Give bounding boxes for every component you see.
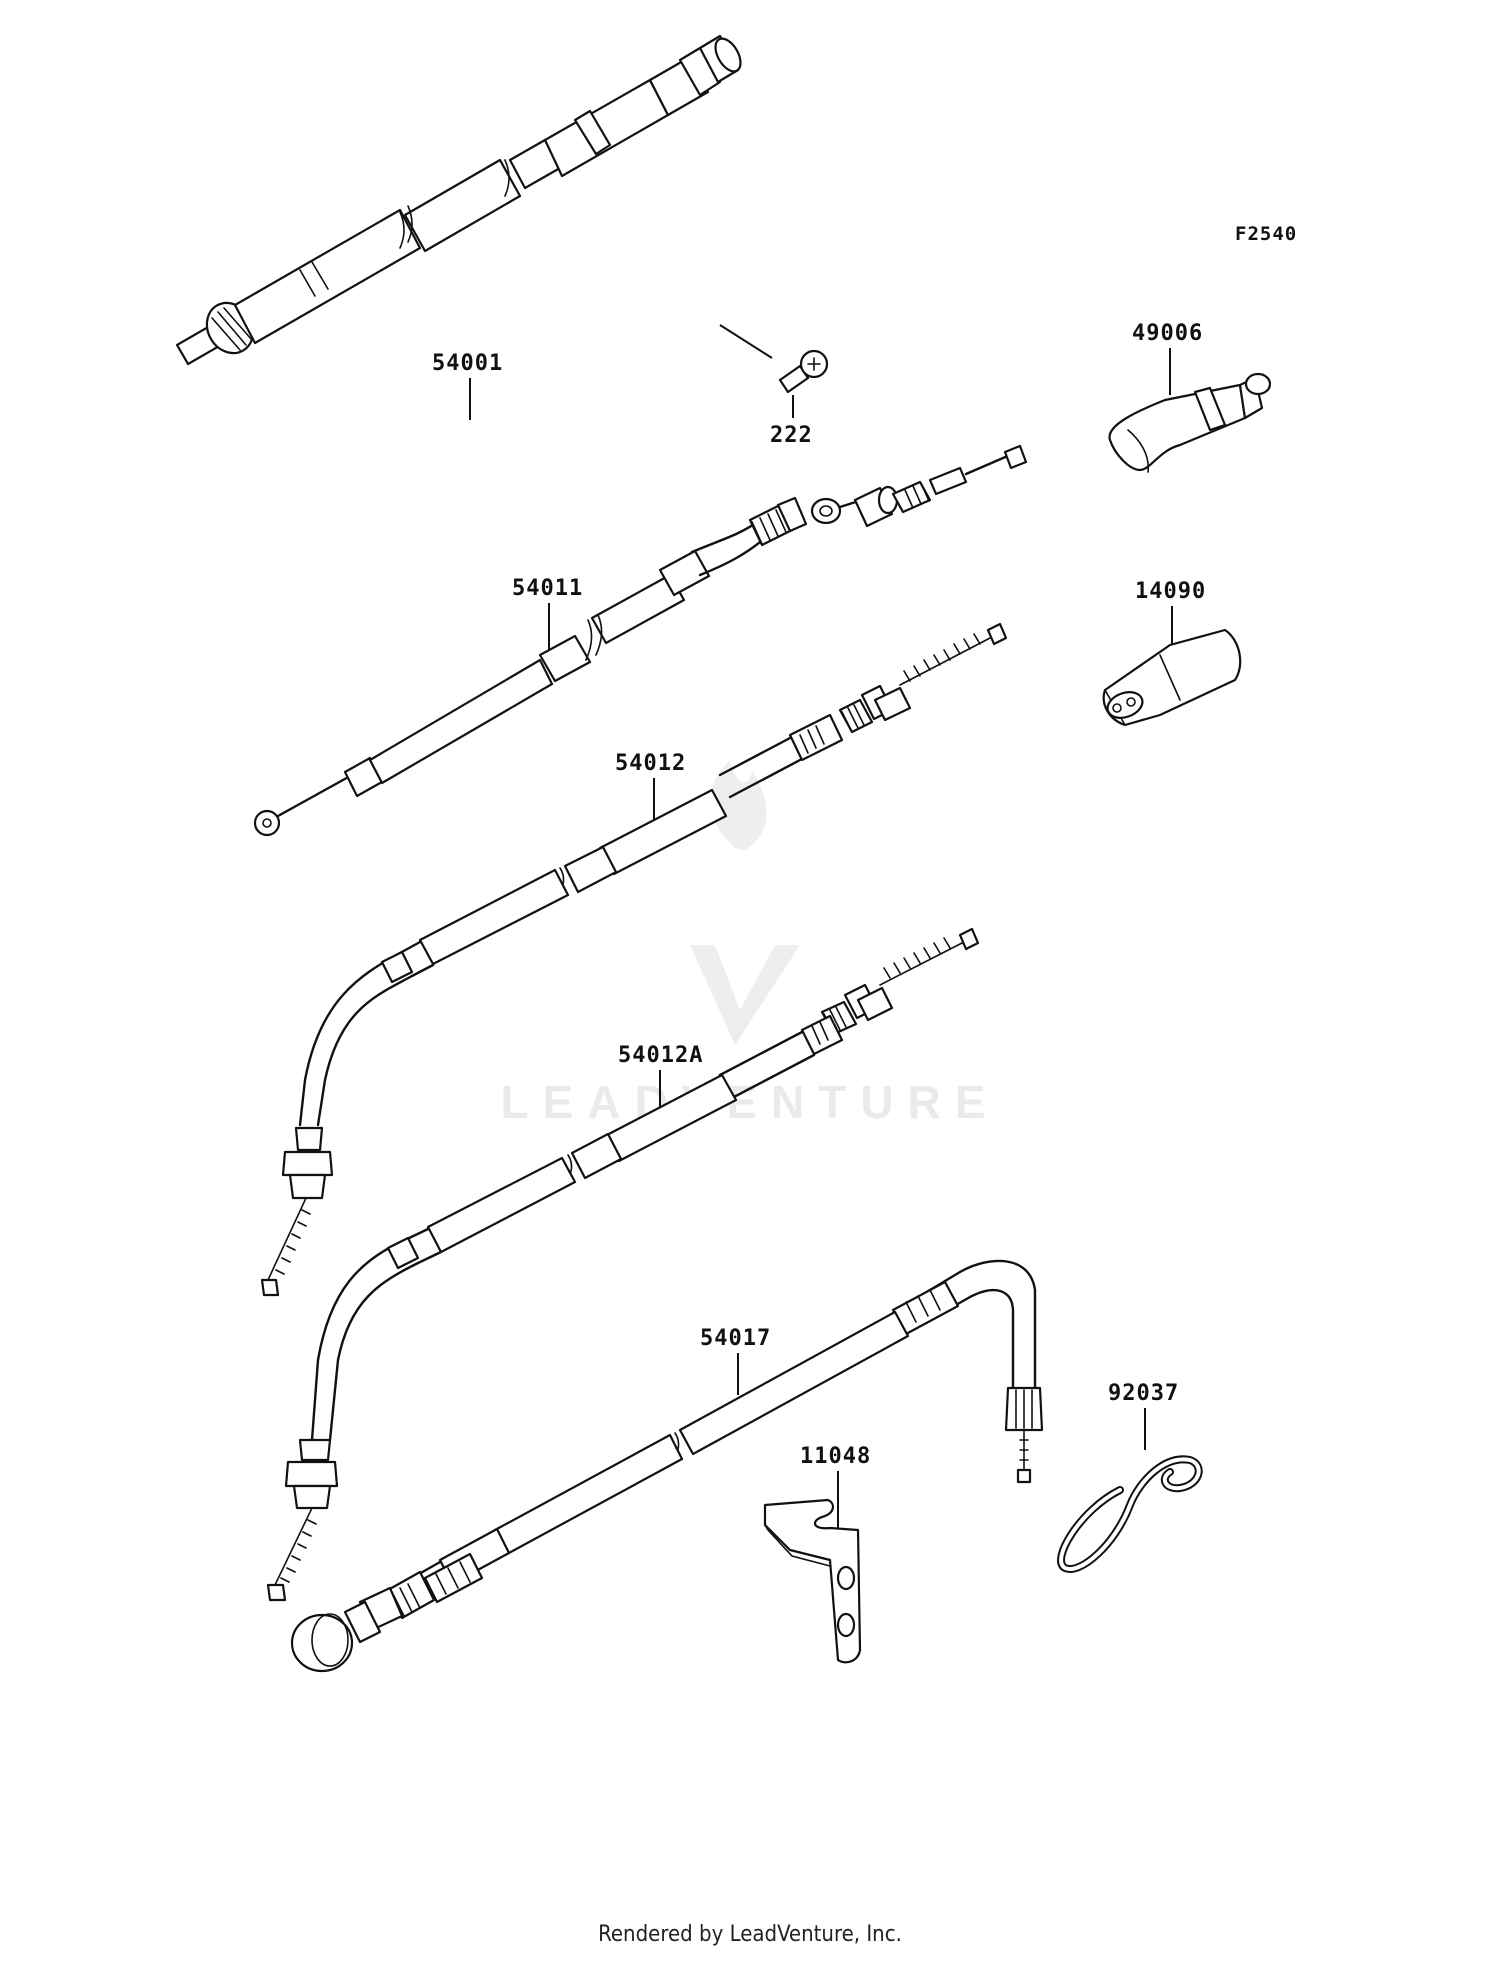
label-11048: 11048 xyxy=(800,1444,871,1469)
part-54012-cable[interactable] xyxy=(260,622,1008,1297)
watermark-logo: LEADVENTURE xyxy=(500,760,999,1128)
part-49006-boot[interactable] xyxy=(1108,372,1272,473)
part-54017-choke-cable[interactable] xyxy=(290,1259,1044,1673)
part-222-screw[interactable] xyxy=(719,324,829,394)
watermark-text: LEADVENTURE xyxy=(500,1076,999,1128)
label-14090: 14090 xyxy=(1135,579,1206,604)
label-54012: 54012 xyxy=(615,751,686,776)
label-54017: 54017 xyxy=(700,1326,771,1351)
label-222: 222 xyxy=(770,423,813,448)
label-54001: 54001 xyxy=(432,351,503,376)
part-92037-clip[interactable] xyxy=(1057,1455,1203,1573)
label-54012A: 54012A xyxy=(618,1043,703,1068)
part-54001-speedometer-cable[interactable] xyxy=(175,34,746,366)
label-54011: 54011 xyxy=(512,576,583,601)
label-49006: 49006 xyxy=(1132,321,1203,346)
footer-credit: Rendered by LeadVenture, Inc. xyxy=(598,1922,902,1947)
part-54011-cable[interactable] xyxy=(253,444,1028,837)
label-92037: 92037 xyxy=(1108,1381,1179,1406)
figure-code: F2540 xyxy=(1235,223,1297,245)
part-14090-cap[interactable] xyxy=(1102,628,1242,727)
part-54012A-cable[interactable] xyxy=(266,927,980,1602)
part-11048-bracket[interactable] xyxy=(763,1498,862,1664)
